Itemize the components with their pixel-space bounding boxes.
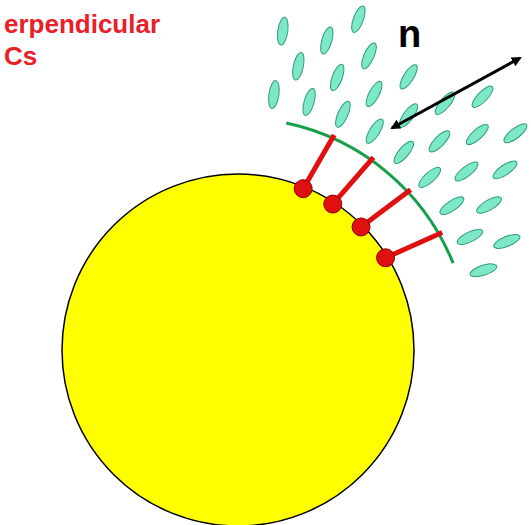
director-arrow [392, 58, 520, 128]
lc-molecule [328, 63, 347, 93]
lc-molecule [359, 41, 380, 71]
lc-molecule [437, 194, 466, 218]
title-fragment: Cs [4, 42, 37, 71]
title-fragment: erpendicular [4, 10, 160, 39]
lc-molecule [474, 194, 503, 217]
lc-molecule [426, 128, 453, 155]
lc-molecule [363, 79, 385, 108]
lc-molecule [492, 232, 522, 252]
ligand-head [294, 180, 312, 198]
lc-molecule [452, 159, 480, 184]
lc-molecule [349, 4, 368, 34]
lc-molecule [333, 99, 354, 129]
ligand-head [377, 249, 395, 267]
lc-molecule [491, 158, 520, 182]
ligand-head [324, 195, 342, 213]
anchoring-layer-arc [286, 123, 453, 263]
lc-molecule [391, 138, 417, 166]
lc-molecule [363, 117, 386, 146]
lc-molecule [469, 83, 496, 110]
lc-molecule [397, 62, 420, 91]
lc-molecule [290, 52, 306, 81]
ligand-head [352, 218, 370, 236]
lc-molecule [455, 226, 485, 247]
lc-molecule [469, 261, 499, 279]
nanoparticle [62, 174, 414, 525]
lc-molecule [416, 164, 443, 190]
lc-molecule [318, 26, 335, 56]
ligands [294, 135, 442, 267]
lc-molecule [276, 17, 290, 46]
director-label: n [398, 14, 421, 56]
lc-molecule [501, 121, 529, 146]
lc-molecule [300, 87, 317, 117]
lc-molecule [464, 121, 491, 147]
lc-molecule [267, 80, 281, 109]
